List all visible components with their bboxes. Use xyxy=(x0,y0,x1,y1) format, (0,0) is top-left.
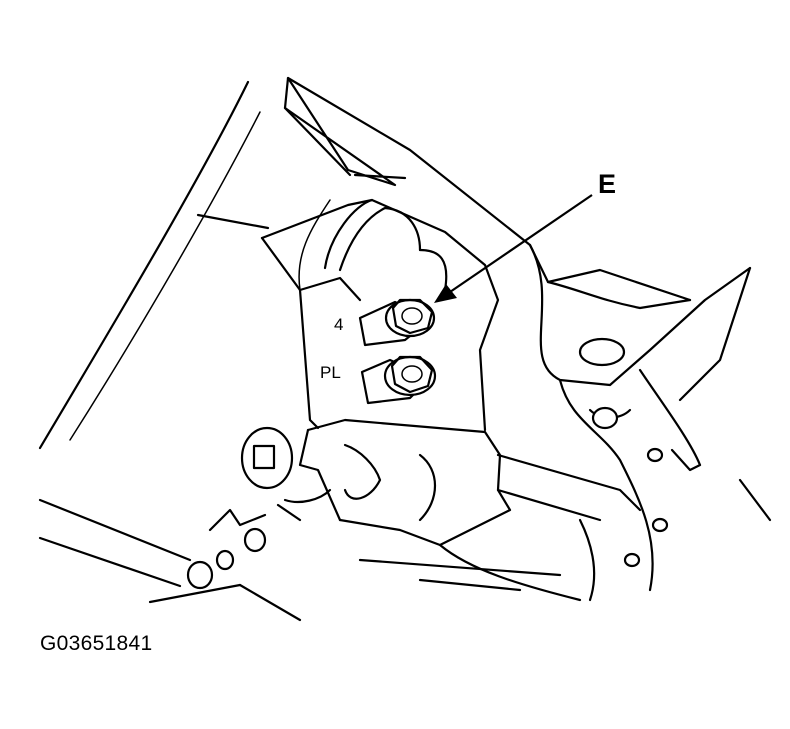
flange-bolts xyxy=(186,508,302,622)
case-top-panel xyxy=(196,76,692,302)
lower-case-details xyxy=(358,378,669,602)
lower-bracket xyxy=(298,418,642,547)
callout-label-e: E xyxy=(598,169,616,199)
drain-plug xyxy=(240,426,332,522)
transmission-housing-outline xyxy=(38,80,261,604)
valve-body-block xyxy=(260,198,500,432)
arrowhead-icon xyxy=(434,284,457,303)
fitting-lower xyxy=(360,355,437,405)
mount-bracket xyxy=(528,243,772,522)
callout-leader-e xyxy=(434,194,593,303)
port-label-lower: PL xyxy=(320,363,341,382)
figure-id-label: G03651841 xyxy=(40,632,153,655)
fitting-upper xyxy=(358,298,436,347)
bracket-hole xyxy=(578,337,626,367)
port-label-upper: 4 xyxy=(334,315,343,334)
